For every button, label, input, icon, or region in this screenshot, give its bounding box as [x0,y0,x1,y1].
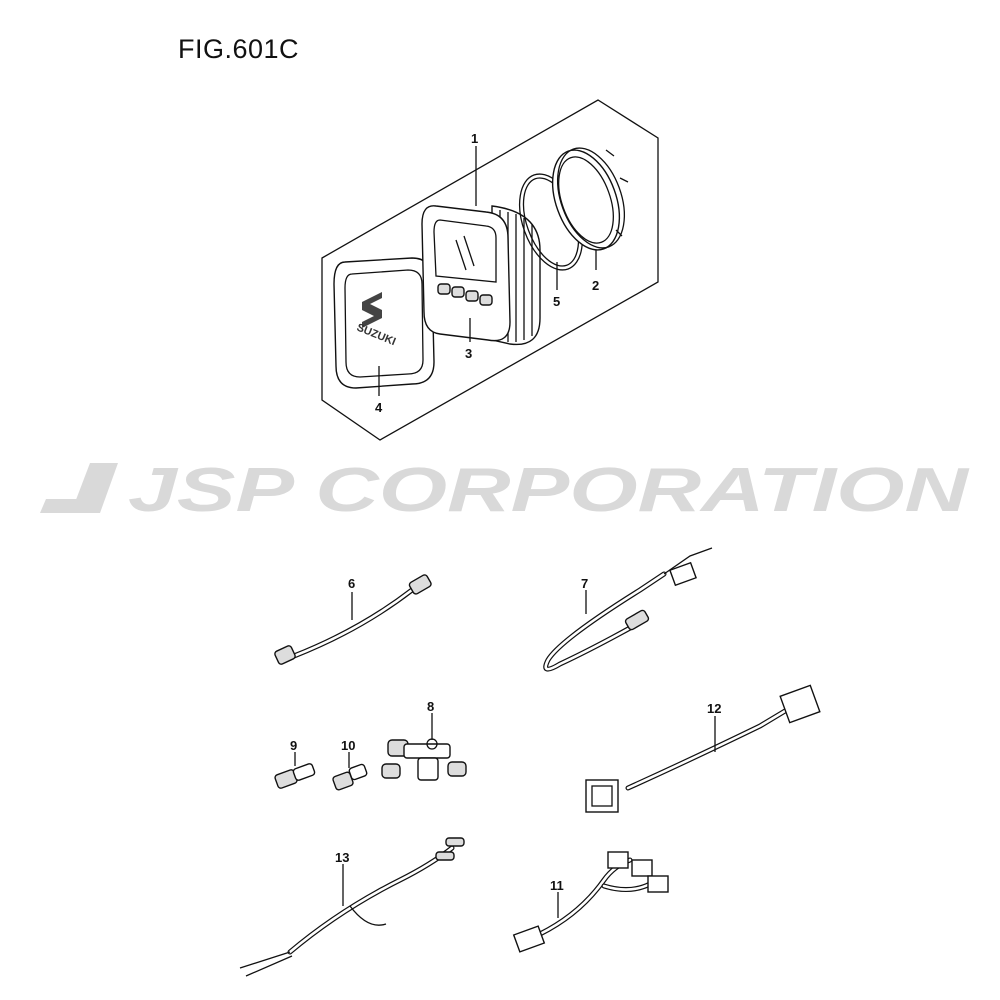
part-13-harness [239,837,465,977]
watermark-text: JSP CORPORATION [128,456,970,525]
figure-title: FIG.601C [178,34,300,64]
watermark-j-emblem [40,463,118,513]
callout-8: 8 [427,699,434,714]
part-2-nut-ring [551,147,629,251]
callout-7: 7 [581,576,588,591]
part-8-t-connector [381,738,467,781]
assembly-outline [321,99,659,441]
part-7-cable [543,547,713,672]
callout-3: 3 [465,346,472,361]
part-4-cover: SUZUKI [333,257,435,389]
watermark-logo: JSP CORPORATION [40,456,970,525]
callout-13: 13 [335,850,349,865]
suzuki-s-logo-icon [362,292,382,328]
gauge-buttons [437,283,493,306]
callout-12: 12 [707,701,721,716]
part-11-harness [512,851,669,953]
callout-10: 10 [341,738,355,753]
leader-lines [294,146,716,918]
callouts: 1 2 3 4 5 6 7 8 9 10 11 12 13 [290,131,721,893]
callout-4: 4 [375,400,383,415]
callout-1: 1 [471,131,478,146]
part-10-terminator [332,763,368,791]
callout-6: 6 [348,576,355,591]
part-9-terminator [274,763,316,789]
part-6-cable [274,574,432,665]
callout-5: 5 [553,294,560,309]
callout-9: 9 [290,738,297,753]
callout-11: 11 [550,878,564,893]
part-3-gauge [421,205,541,346]
part-12-harness [585,684,821,813]
callout-2: 2 [592,278,599,293]
